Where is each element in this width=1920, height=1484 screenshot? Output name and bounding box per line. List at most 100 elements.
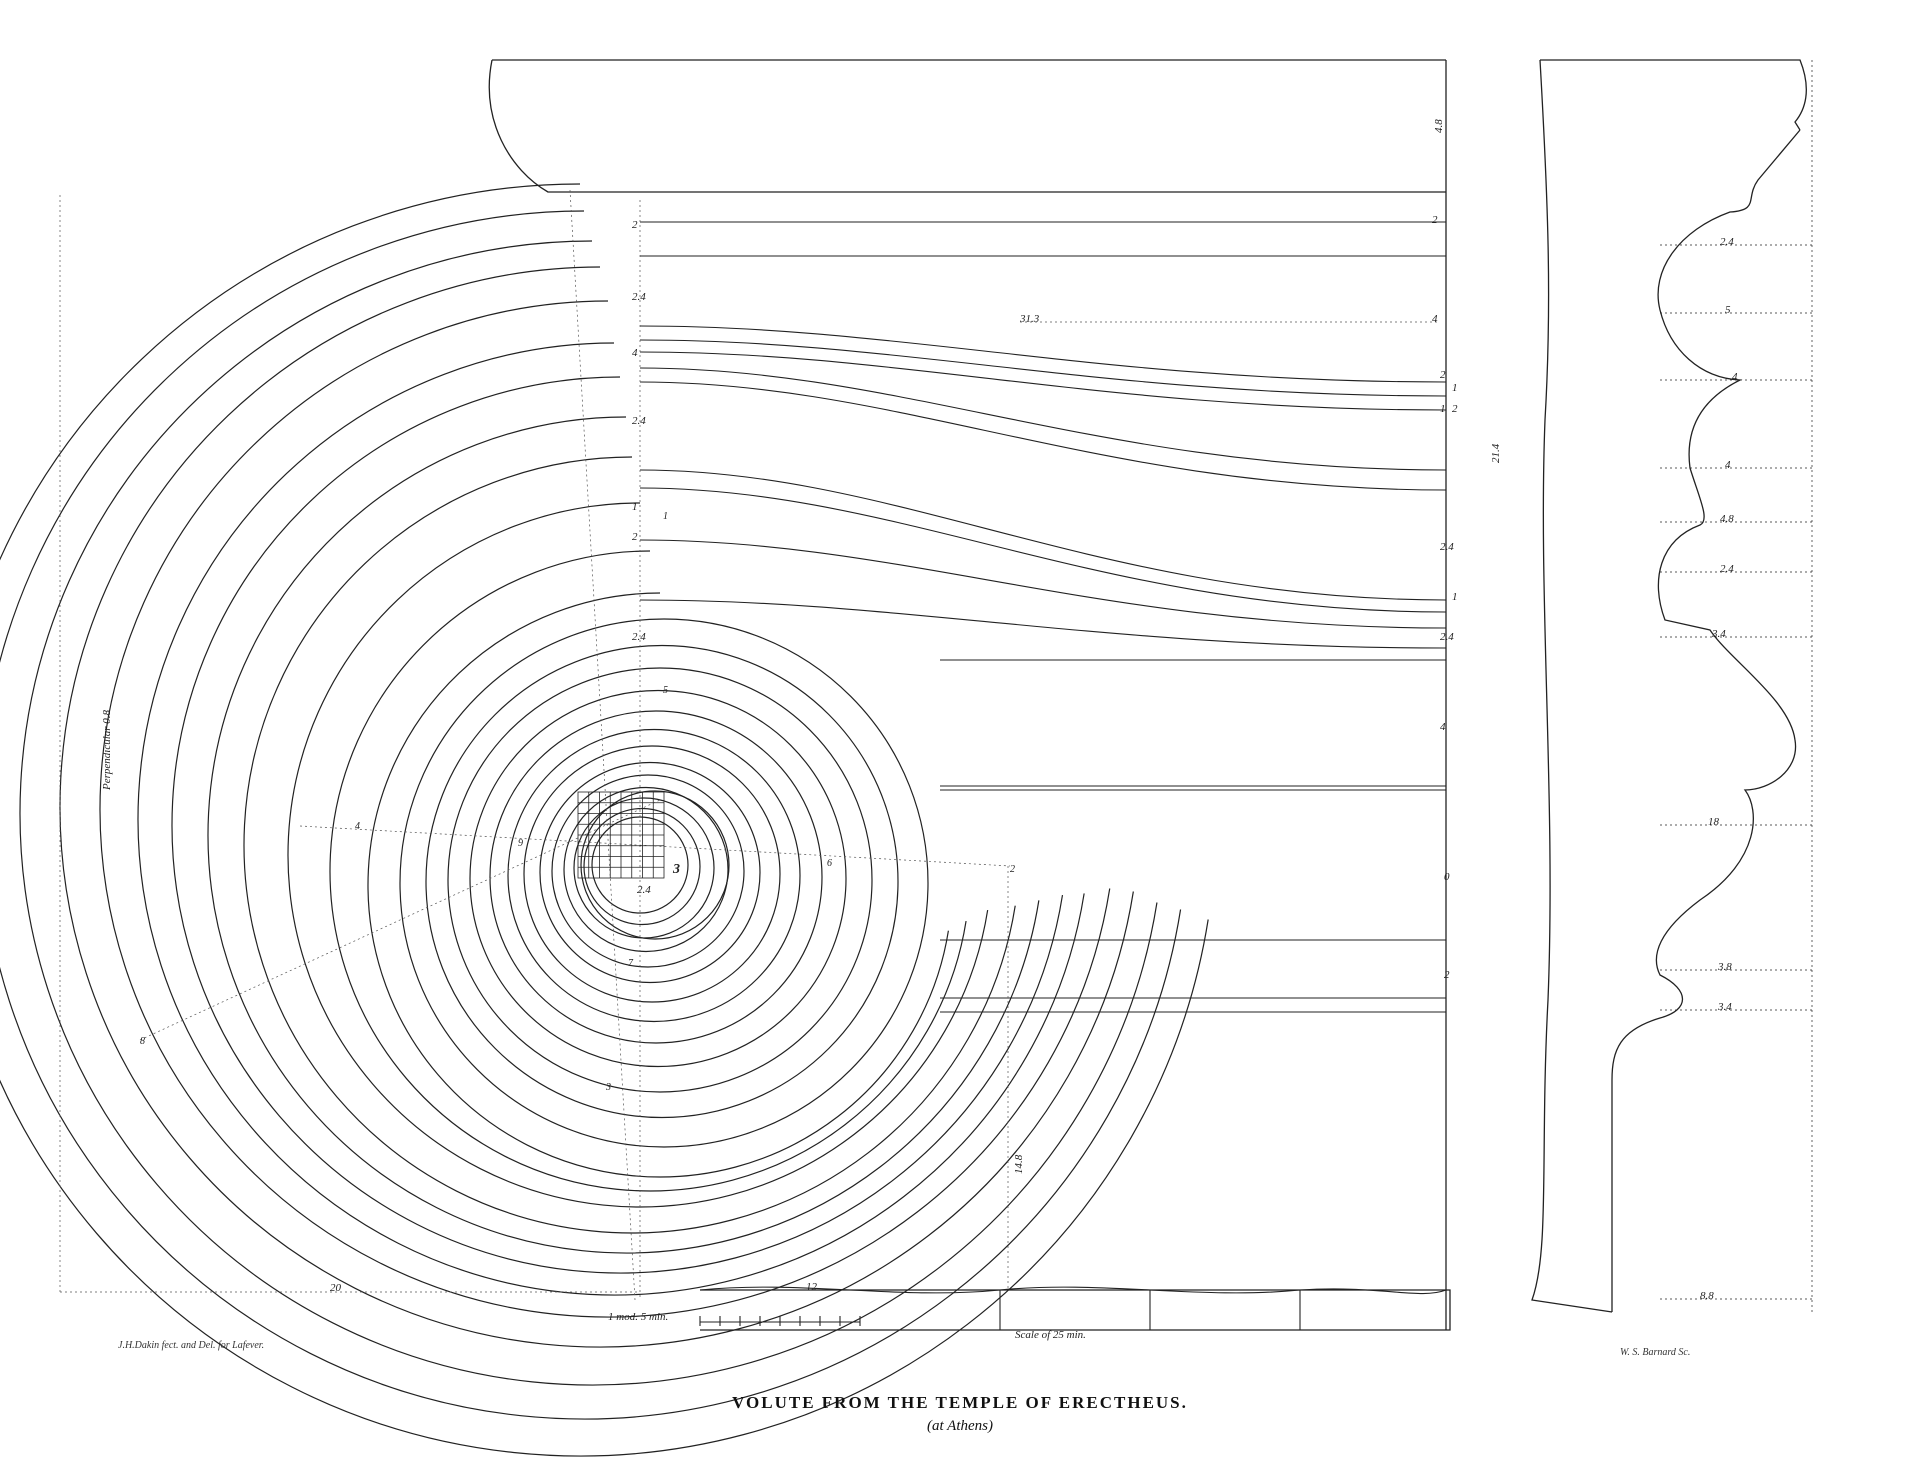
bottom-right-dim: 12 [806, 1281, 818, 1293]
dim-col-3: 2.4 [632, 415, 646, 427]
volute-outer-arc [0, 210, 1182, 1420]
volute-outer-arc [243, 456, 1016, 1234]
bottom-width-dim: 20 [330, 1282, 342, 1294]
right-vertical-dim: 21.4 [1490, 443, 1502, 463]
volute-outer-arc [19, 240, 1158, 1386]
profile-label-0: 2.4 [1720, 236, 1734, 248]
volute-outer-arc [99, 300, 1111, 1318]
dimension-labels: 4.8 2 4 2 1 1 2 2.4 1 2.4 4 0 2 2 2.4 4 … [101, 119, 1502, 1341]
spiral-point-7: 7 [628, 958, 634, 969]
spiral-point-9: 9 [518, 838, 523, 849]
channel-curve [639, 539, 1447, 629]
dim-top-3: 2 [1440, 369, 1446, 381]
dim-col-2: 4 [632, 347, 638, 359]
dim-col-0: 2 [632, 219, 638, 231]
dim-top-0: 4.8 [1433, 119, 1445, 133]
profile-label-7: 18 [1708, 816, 1720, 828]
profile-section [1531, 59, 1813, 1313]
spiral-point-2: 2 [1010, 864, 1015, 875]
volute-outer-arc [287, 502, 989, 1208]
profile-label-10: 8.8 [1700, 1290, 1714, 1302]
profile-rough-edge [1531, 59, 1613, 1313]
volute-outer-arc [329, 550, 967, 1192]
channel-curve [639, 351, 1447, 411]
spiral-point-8: 8 [140, 1036, 145, 1047]
channel-lines [639, 221, 1447, 1013]
volute-ring [425, 644, 899, 1119]
spiral-point-3: 3 [605, 1082, 611, 1093]
eye-dim: 2.4 [637, 884, 651, 896]
dim-top-7: 2.4 [1440, 541, 1454, 553]
dim-col-5: 2 [632, 531, 638, 543]
volute-ring [583, 807, 701, 926]
volute-ring [489, 710, 823, 1044]
abacus-frame [488, 59, 1451, 1331]
volute-ring [539, 761, 761, 984]
volute-outer-arc [137, 342, 1085, 1296]
lower-vertical-dim: 14.8 [1013, 1154, 1025, 1174]
scale-wavy-edge [699, 1286, 1447, 1295]
spiral-point-labels: 1 2 3 4 5 6 7 8 9 [140, 511, 1015, 1093]
volute-eye-grid [577, 791, 665, 879]
dim-top-12: 2 [1444, 969, 1450, 981]
channel-curve [639, 339, 1447, 397]
spiral-point-6: 6 [827, 858, 832, 869]
profile-label-1: 5 [1725, 304, 1731, 316]
volute-eye-circle [580, 790, 730, 940]
engraver-credit-left: J.H.Dakin fect. and Del. for Lafever. [118, 1340, 265, 1351]
dim-top-1: 2 [1432, 214, 1438, 226]
scale-frame [700, 1289, 1451, 1331]
volute-ring [507, 728, 801, 1023]
abacus-curve [488, 59, 1446, 193]
channel-curve [639, 487, 1447, 613]
large-scale-label: Scale of 25 min. [1015, 1329, 1086, 1341]
profile-label-5: 2.4 [1720, 563, 1734, 575]
small-scale-label: 1 mod. 5 min. [608, 1311, 668, 1323]
volute-ring [399, 618, 929, 1148]
dim-top-10: 4 [1440, 721, 1446, 733]
channel-curve [639, 469, 1447, 601]
volute-spiral [0, 183, 1209, 1457]
channel-curve [639, 367, 1447, 471]
profile-top [1540, 59, 1807, 131]
construction-lines [59, 189, 1440, 1301]
volute-ring [573, 797, 715, 939]
volute-outer-arc [0, 183, 1209, 1457]
spiral-point-5: 5 [663, 685, 668, 696]
construction-diagonal [569, 189, 636, 1301]
volute-outer-arc [207, 416, 1040, 1254]
dim-top-11: 0 [1444, 871, 1450, 883]
volute-outer-arc [59, 266, 1134, 1348]
scale-bars [699, 1286, 1447, 1330]
volute-outer-arc [367, 592, 949, 1178]
channel-curve [639, 599, 1447, 649]
dim-top-6: 2 [1452, 403, 1458, 415]
left-vertical-dim: Perpendicular 0.8 [101, 709, 113, 791]
channel-curve [639, 325, 1447, 383]
width-dim: 31.3 [1019, 313, 1040, 325]
engraver-credit-right: W. S. Barnard Sc. [1620, 1347, 1691, 1358]
profile-moulding [1611, 129, 1801, 1312]
dim-top-8: 1 [1452, 591, 1458, 603]
volute-ring [447, 667, 873, 1093]
volute-ring [523, 745, 781, 1003]
volute-outer-arc [171, 376, 1064, 1274]
profile-label-2: 4 [1732, 371, 1738, 383]
channel-curve [639, 381, 1447, 491]
dim-col-4: 1 [632, 501, 638, 513]
plate-subtitle: (at Athens) [927, 1418, 993, 1434]
volute-ring [563, 786, 729, 953]
dim-top-9: 2.4 [1440, 631, 1454, 643]
dim-top-2: 4 [1432, 313, 1438, 325]
volute-ring [469, 689, 847, 1068]
profile-label-9: 3.4 [1717, 1001, 1732, 1013]
eye-number: 3 [672, 862, 680, 877]
spiral-point-1: 1 [663, 511, 668, 522]
construction-radial [139, 799, 661, 1041]
dim-col-1: 2.4 [632, 291, 646, 303]
profile-label-3: 4 [1725, 459, 1731, 471]
dim-col-6: 2.4 [632, 631, 646, 643]
profile-label-8: 3.8 [1717, 961, 1732, 973]
volute-ring [551, 774, 745, 968]
